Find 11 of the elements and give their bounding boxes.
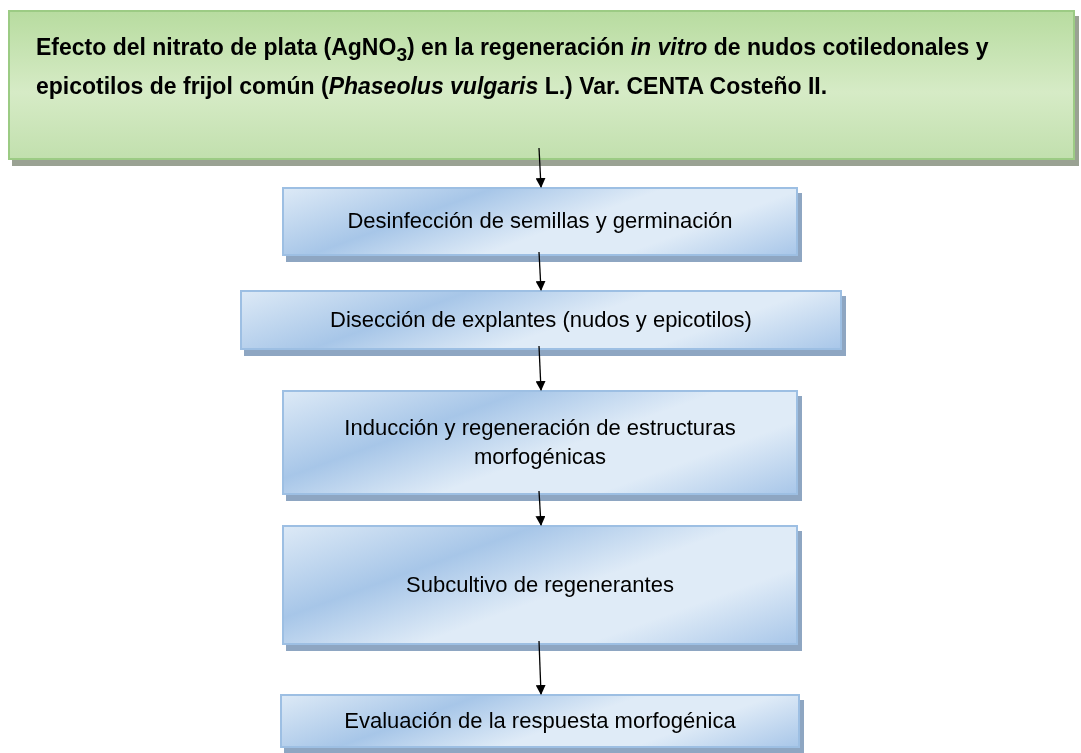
title-text: Efecto del nitrato de plata (AgNO$_{3}$) en la regeneración in vitro de nudos cotiledonales y epicotilos de frijol común (Phaseolus vulgaris L.) Var. CENTA Costeño II.	[36, 33, 990, 102]
step-label: Inducción y regeneración de estructuras morfogénicas	[343, 413, 737, 471]
step-label: Evaluación de la respuesta morfogénica	[343, 706, 737, 735]
step-label: Disección de explantes (nudos y epicotilos)	[329, 305, 753, 334]
arrow	[535, 640, 546, 695]
step-label: Desinfección de semillas y germinación	[346, 207, 734, 236]
step-label: Subcultivo de regenerantes	[405, 570, 675, 599]
arrow	[535, 490, 546, 526]
arrow	[535, 251, 546, 291]
arrow	[535, 345, 546, 391]
arrow	[535, 147, 546, 188]
